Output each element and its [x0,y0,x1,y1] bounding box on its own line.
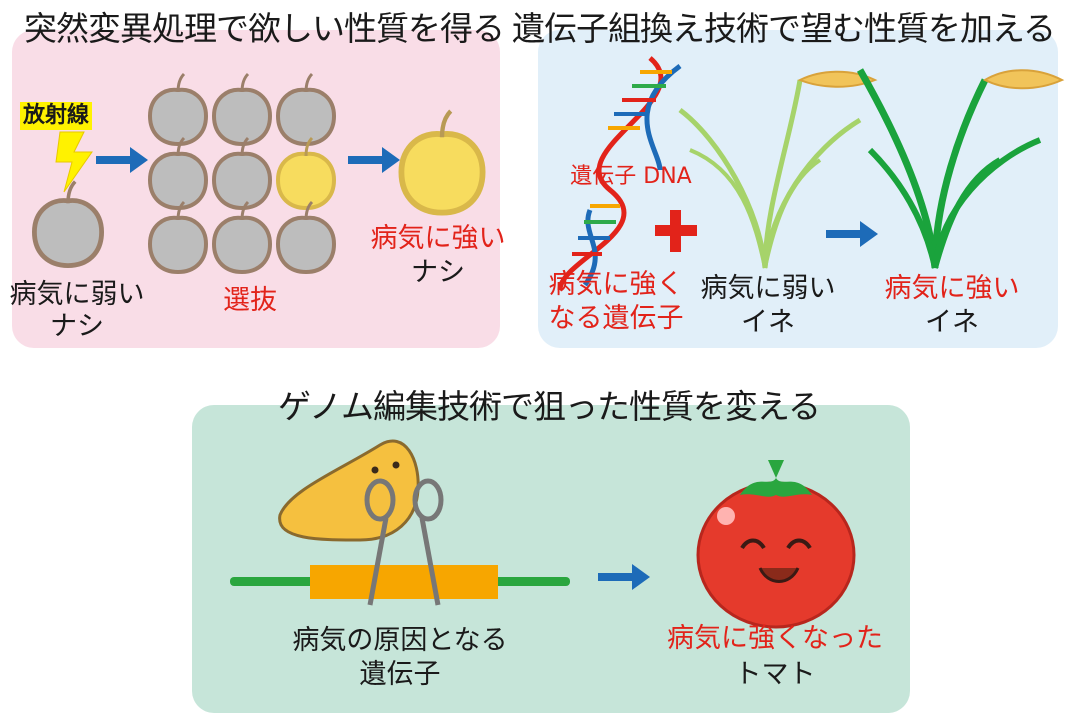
lightning-icon [55,131,93,193]
strong-rice-label-line2: イネ [925,307,979,338]
arrow-icon [96,147,148,173]
gene-label-line1: 病気に強く [548,269,684,300]
dna-label: 遺伝子 DNA [570,164,692,189]
dna-helix-icon [557,56,682,291]
strong-pear-label-line2: ナシ [411,257,465,288]
scissors-icon [364,478,444,606]
strong-rice-label-line1: 病気に強い [884,273,1020,304]
tomato-label-line1: 病気に強くなった [667,623,883,654]
tomato-icon [696,460,856,629]
nuclease-character-icon [278,439,420,542]
pear-grid-icon [148,72,336,274]
weak-rice-icon [678,70,878,269]
arrow-icon [598,564,650,590]
weak-pear-label-line1: 病気に弱い [9,279,145,310]
target-gene-label-line2: 遺伝子 [359,659,441,690]
mutation-title: 突然変異処理で欲しい性質を得る [24,9,505,48]
target-gene-label-line1: 病気の原因となる [292,625,508,656]
weak-pear-label-line2: ナシ [50,311,104,342]
tomato-label-line2: トマト [734,659,816,690]
arrow-icon [348,147,400,173]
genome-title: ゲノム編集技術で狙った性質を変える [278,387,821,426]
radiation-label: 放射線 [20,102,93,130]
strong-rice-icon [856,68,1065,269]
selection-label: 選抜 [223,285,277,316]
strong-pear-icon [401,111,482,213]
gene-bar-icon [230,565,570,599]
gmo-title: 遺伝子組換え技術で望む性質を加える [512,9,1056,48]
gene-label-line2: なる遺伝子 [548,303,684,334]
weak-pear-icon [34,182,101,266]
strong-pear-label-line1: 病気に強い [370,223,506,254]
weak-rice-label-line1: 病気に弱い [700,273,836,304]
arrow-icon [826,221,878,247]
weak-rice-label-line2: イネ [741,307,795,338]
plus-icon [655,210,697,252]
